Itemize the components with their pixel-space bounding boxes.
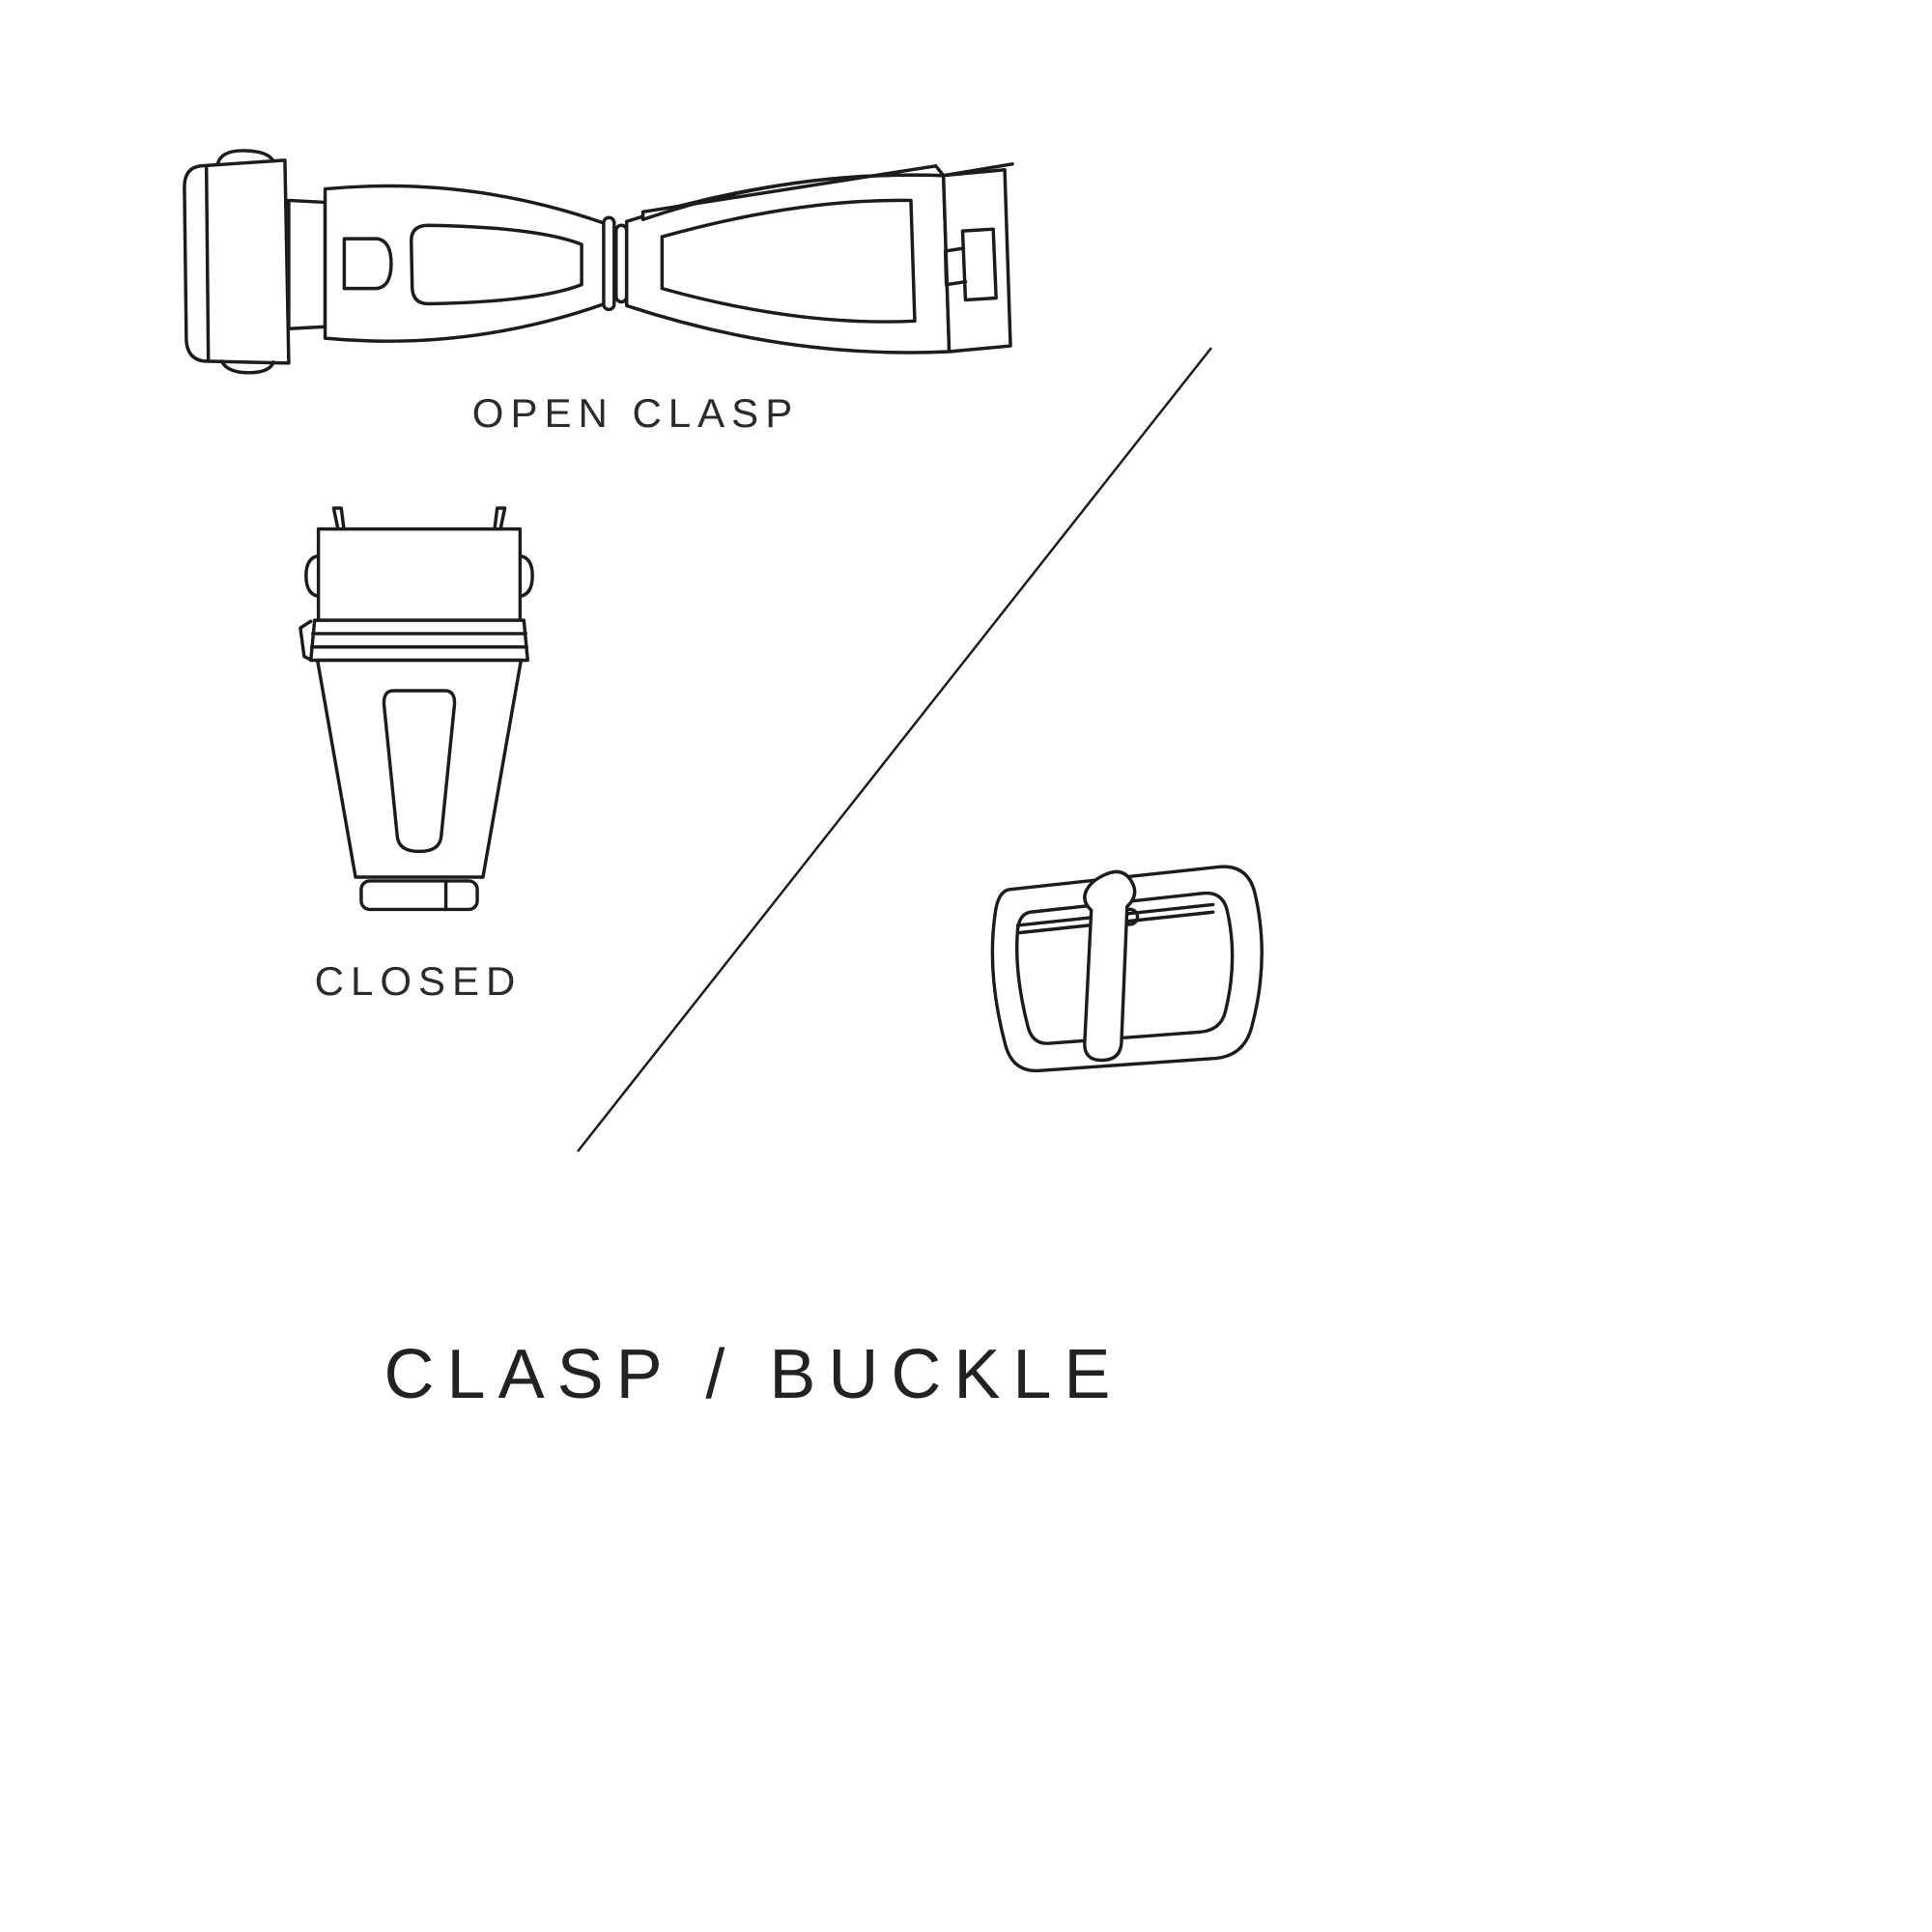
closed-clasp-top-box [316,526,523,622]
open-clasp-illustration [183,149,1014,375]
buckle-tang [1083,869,1137,1063]
open-clasp-left-roll [183,158,291,365]
open-clasp-label: OPEN CLASP [471,390,800,436]
buckle-frame [990,865,1264,1073]
tang-buckle-illustration [990,865,1264,1073]
closed-clasp-label: CLOSED [314,958,523,1004]
page-title: CLASP / BUCKLE [384,1336,1123,1413]
divider-line [577,347,1212,1152]
closed-clasp-body [315,658,524,879]
closed-clasp-illustration [298,506,534,912]
